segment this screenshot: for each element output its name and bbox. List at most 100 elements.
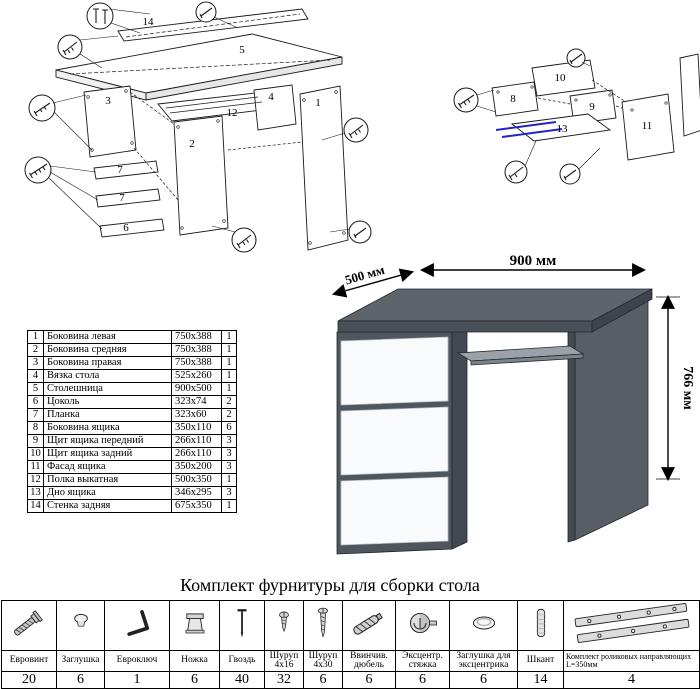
part-qty: 1 — [221, 473, 237, 487]
nail-icon — [237, 609, 247, 638]
hardware-icon-cell — [264, 600, 304, 651]
hardware-icon-cell — [56, 600, 105, 651]
hardware-qty: 6 — [303, 671, 343, 689]
leg-icon — [185, 613, 204, 634]
part-label-9: 9 — [589, 101, 595, 113]
hardware-qty: 4 — [563, 671, 700, 689]
part-qty: 3 — [221, 486, 237, 500]
hardware-icon-cell — [219, 600, 265, 651]
hardware-icon-cell — [449, 600, 518, 651]
hardware-kit-table: Евровинт Заглушка Евроключ Ножка Гвоздь … — [1, 600, 700, 689]
hardware-labels-row: Евровинт Заглушка Евроключ Ножка Гвоздь … — [1, 650, 700, 672]
part-qty: 1 — [221, 382, 237, 396]
assembled-desk-render: 900 мм 500 мм 766 мм — [331, 253, 695, 555]
part-size: 346x295 — [171, 486, 222, 500]
part-num: 4 — [27, 369, 44, 383]
part-label-8: 8 — [510, 93, 516, 105]
hardware-qty: 40 — [219, 671, 265, 689]
part-size: 750x388 — [171, 343, 222, 357]
euroscrew-icon — [14, 610, 43, 636]
part-name: Планка — [43, 408, 172, 422]
part-qty: 6 — [221, 421, 237, 435]
part-qty: 2 — [221, 395, 237, 409]
hardware-label: Евроключ — [104, 650, 170, 672]
part-size: 750x388 — [171, 330, 222, 344]
part-size: 675x350 — [171, 499, 222, 513]
part-label-4: 4 — [268, 91, 274, 103]
roller-guide-rail — [495, 121, 557, 131]
part-name: Фасад ящика — [43, 460, 172, 474]
part-num: 11 — [27, 460, 44, 474]
hardware-icon-cell — [303, 600, 343, 651]
part-size: 350x200 — [171, 460, 222, 474]
hardware-icon-cell — [104, 600, 170, 651]
part-size: 266x110 — [171, 434, 222, 448]
part-label-5: 5 — [239, 44, 245, 56]
part-name: Столешница — [43, 382, 172, 396]
hardware-qty: 6 — [449, 671, 518, 689]
part-label-1: 1 — [315, 97, 321, 109]
part-name: Боковина ящика — [43, 421, 172, 435]
part-qty: 3 — [221, 447, 237, 461]
plinth-bar — [99, 218, 165, 238]
part-label-11: 11 — [642, 120, 653, 132]
desk-right-side-panel — [574, 298, 649, 541]
part-name: Стенка задняя — [43, 499, 172, 513]
part-label-7b: 7 — [119, 192, 125, 204]
part-qty: 3 — [221, 434, 237, 448]
hardware-qty: 6 — [56, 671, 105, 689]
hardware-icons-row — [1, 600, 700, 651]
hardware-qty: 6 — [395, 671, 450, 689]
part-num: 14 — [27, 499, 44, 513]
part-size: 350x110 — [171, 421, 222, 435]
hardware-icon-cell — [395, 600, 450, 651]
hex-key-icon — [127, 610, 150, 636]
plank-1 — [93, 160, 159, 180]
part-label-6: 6 — [123, 222, 129, 234]
part-name: Дно ящика — [43, 486, 172, 500]
part-num: 13 — [27, 486, 44, 500]
part-num: 7 — [27, 408, 44, 422]
hardware-qty: 6 — [169, 671, 220, 689]
part-qty: 1 — [221, 330, 237, 344]
hardware-label: Заглушка для эксцентрика — [449, 650, 518, 672]
side-panel-middle — [173, 115, 229, 236]
hardware-icon-cell — [563, 600, 700, 651]
drawer-side-panel-left — [491, 81, 539, 117]
hardware-label: Шуруп 4x16 — [264, 650, 304, 672]
drawer-bottom-panel — [510, 113, 612, 142]
drawer-front-3 — [340, 476, 449, 546]
part-label-2: 2 — [189, 138, 195, 150]
hardware-qty: 20 — [1, 671, 57, 689]
depth-dimension-label: 500 мм — [343, 262, 386, 288]
part-label-10: 10 — [555, 72, 567, 84]
hardware-label: Шуруп 4x30 — [303, 650, 343, 672]
part-size: 900x500 — [171, 382, 222, 396]
part-num: 12 — [27, 473, 44, 487]
cam-cap-icon — [472, 616, 495, 630]
hardware-label: Комплект роликовых направляющих L=350мм — [563, 650, 700, 672]
part-size: 750x388 — [171, 356, 222, 370]
part-label-14: 14 — [143, 16, 155, 28]
plank-2 — [95, 188, 161, 208]
part-name: Боковина левая — [43, 330, 172, 344]
hardware-kit-title: Комплект фурнитуры для сборки стола — [180, 575, 480, 595]
part-label-3: 3 — [105, 95, 111, 107]
screw-4x30-icon — [318, 607, 328, 638]
hardware-label: Шкант — [517, 650, 564, 672]
hardware-label: Ввинчив. дюбель — [342, 650, 396, 672]
back-wall-panel — [117, 8, 309, 42]
callout-nails — [86, 2, 114, 30]
side-panel-left — [299, 85, 349, 251]
part-name: Цоколь — [43, 395, 172, 409]
hardware-icon-cell — [169, 600, 220, 651]
part-qty: 3 — [221, 460, 237, 474]
